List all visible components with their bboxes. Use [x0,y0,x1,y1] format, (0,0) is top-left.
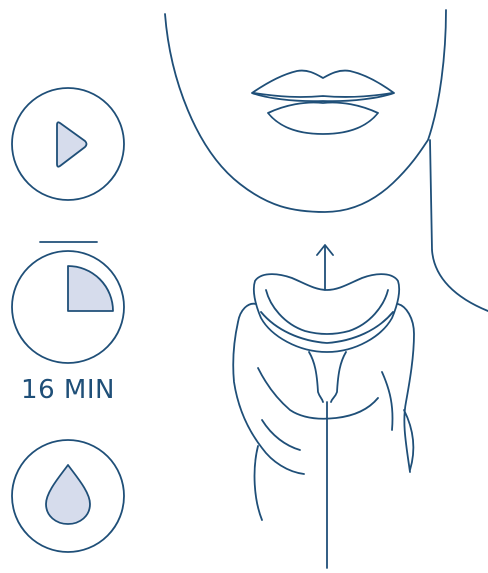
play-button[interactable] [12,88,124,200]
wrist-left [255,446,262,520]
right-palm-line [382,372,393,430]
right-fingers [398,304,414,472]
lip-seam [254,93,392,97]
play-icon [57,122,87,166]
timer-icon [68,266,113,311]
tray-stem-left [309,352,323,402]
drop-button[interactable] [12,440,124,552]
neck-line [430,140,488,311]
mouthpiece-tray [254,274,399,568]
drop-icon [46,465,90,524]
face-illustration [165,10,488,311]
timer-widget [12,242,124,363]
hand-illustration [233,304,414,520]
duration-label: 16 MIN [0,377,136,403]
knuckle-line [262,420,300,450]
tray-inner-channel [266,290,388,334]
tray-stem-right [331,352,346,402]
tray-outer [254,274,399,352]
face-outline [165,10,446,212]
arrow-up-icon [317,245,333,290]
lower-lip [268,102,378,134]
